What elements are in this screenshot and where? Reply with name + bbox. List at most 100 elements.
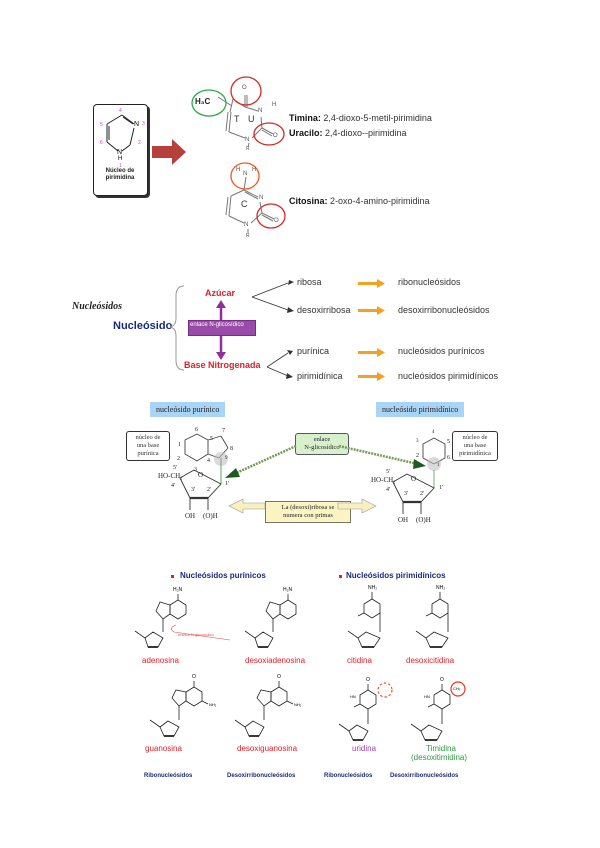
purine-nucleoside-title: nucleósido purínico xyxy=(150,402,226,417)
pyrimidine-hoch2: HO-CH₂ xyxy=(371,476,396,484)
purine-oh: OH xyxy=(185,512,196,520)
purine-oh2: (O)H xyxy=(203,512,218,520)
name-uridina: uridina xyxy=(352,744,377,753)
thymine-description: Timina: 2,4-dioxo-5-metil-pirimidina xyxy=(289,113,432,123)
note-line: purínica xyxy=(137,450,159,457)
name-desoxiguanosina: desoxiguanosina xyxy=(237,744,298,753)
result-desoxirribonucleosidos: desoxirribonucleósidos xyxy=(398,305,490,315)
result-ribonucleosidos: ribonucleósidos xyxy=(398,277,461,287)
timidina-ch3: CH₃ xyxy=(453,686,461,691)
bullet-red xyxy=(339,575,342,578)
atom-number-6: 6 xyxy=(100,140,103,146)
name-desoxicitidina: desoxicitidina xyxy=(406,656,455,665)
purine-num-8: 8 xyxy=(230,446,233,452)
purine-num-2: 2 xyxy=(177,456,180,462)
ring-letter-t: T xyxy=(234,114,240,124)
name-timidina-sub: (desoxitimidina) xyxy=(411,753,468,762)
pyrimidine-num-2: 2 xyxy=(416,453,419,459)
atom-n-ring: N xyxy=(259,195,264,201)
atom-n-bottom: N xyxy=(245,137,250,143)
label-ribonucleosidos-2: Ribonucleósidos xyxy=(324,773,373,779)
desoxicitidina-nh2: NH₂ xyxy=(436,585,446,591)
cytosine-formula: 2-oxo-4-amino-pirimidina xyxy=(330,196,430,206)
note-line: una base xyxy=(136,442,160,449)
guanosina-o: O xyxy=(192,674,196,680)
guanosina-nh2: NH₂ xyxy=(209,702,217,707)
pyrimidine-num-1: 1 xyxy=(437,463,440,468)
purine-c2: 2' xyxy=(207,487,212,493)
sugar-numbering-note: La (desoxi)ribosa se numera con primas xyxy=(265,501,351,523)
glycosidic-bond-badge xyxy=(188,320,256,336)
atom-number-4: 4 xyxy=(119,108,122,114)
pyrimidine-oh: OH xyxy=(398,516,409,524)
cytosine-name: Citosina: xyxy=(289,196,328,206)
note-line: pirimidínica xyxy=(459,450,491,457)
adenosina-nh2: H₂N xyxy=(173,587,183,593)
pyrimidine-nucleosides-heading: Nucleósidos pirimidínicos xyxy=(346,571,446,580)
purine-nucleosides-heading: Nucleósidos purínicos xyxy=(180,571,266,580)
uracil-formula: 2,4-dioxo--pirimidina xyxy=(325,128,407,138)
branch-desoxirribosa: desoxirribosa xyxy=(297,305,351,315)
uracil-name: Uracilo: xyxy=(289,128,323,138)
purine-num-9: 9 xyxy=(225,456,228,461)
pyrimidine-c1: 1' xyxy=(439,485,444,491)
result-nucleosidos-pirimidinicos: nucleósidos pirimidínicos xyxy=(398,371,499,381)
uracil-description: Uracilo: 2,4-dioxo--pirimidina xyxy=(289,128,407,138)
purine-num-4: 4 xyxy=(207,458,210,464)
atom-number-1: 1 xyxy=(119,163,122,169)
note-line: La (desoxi)ribosa se xyxy=(281,504,335,511)
base-label: Base Nitrogenada xyxy=(184,360,261,370)
note-line: núcleo de xyxy=(462,434,488,441)
pyrimidine-nucleoside-title: nucleósido pirimidínico xyxy=(376,402,465,417)
timidina-o: O xyxy=(440,677,444,683)
ring-letter-c: C xyxy=(241,199,248,209)
label-ribonucleosidos-1: Ribonucleósidos xyxy=(144,773,193,779)
pyrimidine-oh2: (O)H xyxy=(416,516,431,524)
adenosina-annotation: enlace N-glicosídico xyxy=(178,632,214,637)
pyrimidine-caption: Núcleo de pirimidina xyxy=(96,168,144,182)
purine-c5: 5' xyxy=(173,465,178,471)
purine-num-1: 1 xyxy=(178,442,181,448)
atom-number-5: 5 xyxy=(100,122,103,128)
purine-c3: 3' xyxy=(191,487,196,493)
note-line: enlace xyxy=(313,436,331,443)
pyrimidine-num-3: 3 xyxy=(416,439,419,444)
atom-n-top: N xyxy=(258,108,263,114)
atom-o-top: O xyxy=(242,85,247,91)
desoxiguanosina-nh2: NH₂ xyxy=(294,702,302,707)
purine-num-3: 3 xyxy=(194,467,197,473)
pyrimidine-c5: 5' xyxy=(386,469,391,475)
pyrimidine-num-6: 6 xyxy=(447,455,450,461)
pyrimidine-c3: 3' xyxy=(404,491,409,497)
atom-o-right: O xyxy=(273,133,278,139)
atom-h-right: H xyxy=(252,167,257,173)
caption-line-1: Núcleo de xyxy=(105,168,135,174)
name-citidina: citidina xyxy=(347,656,372,665)
branch-purinica: purínica xyxy=(297,346,330,356)
thymine-formula: 2,4-dioxo-5-metil-pirimidina xyxy=(323,113,432,123)
purine-hoch2: HO-CH₂ xyxy=(158,472,183,480)
atom-n3: N xyxy=(134,121,140,128)
label-desoxirribonucleosidos-2: Desoxirribonucleósidos xyxy=(390,773,459,779)
purine-c4: 4' xyxy=(171,483,176,489)
atom-n-amino: N xyxy=(243,171,248,177)
glycosidic-bond-label: enlace N-glicosídico xyxy=(190,322,244,328)
pyrimidine-base-note: núcleo de una base pirimidínica xyxy=(452,431,498,461)
purine-o: O xyxy=(198,471,204,479)
atom-h1: H xyxy=(118,156,123,162)
caption-line-2: pirimidina xyxy=(105,175,135,181)
note-line: numera con primas xyxy=(283,512,333,519)
pyrimidine-num-5: 5 xyxy=(447,439,450,445)
glycosidic-bond-note: enlace N-glicosídico xyxy=(295,433,349,455)
desoxiadenosina-nh2: H₂N xyxy=(283,587,293,593)
atom-o: O xyxy=(274,218,279,224)
timidina-hn: HN xyxy=(424,694,430,699)
note-line: una base xyxy=(463,442,487,449)
cytosine-description: Citosina: 2-oxo-4-amino-pirimidina xyxy=(289,196,430,206)
atom-number-3: 3 xyxy=(142,121,145,127)
desoxiguanosina-o: O xyxy=(277,674,281,680)
thymine-name: Timina: xyxy=(289,113,321,123)
citidina-nh2: NH₂ xyxy=(368,585,378,591)
bullet-red xyxy=(171,575,174,578)
name-guanosina: guanosina xyxy=(145,744,182,753)
